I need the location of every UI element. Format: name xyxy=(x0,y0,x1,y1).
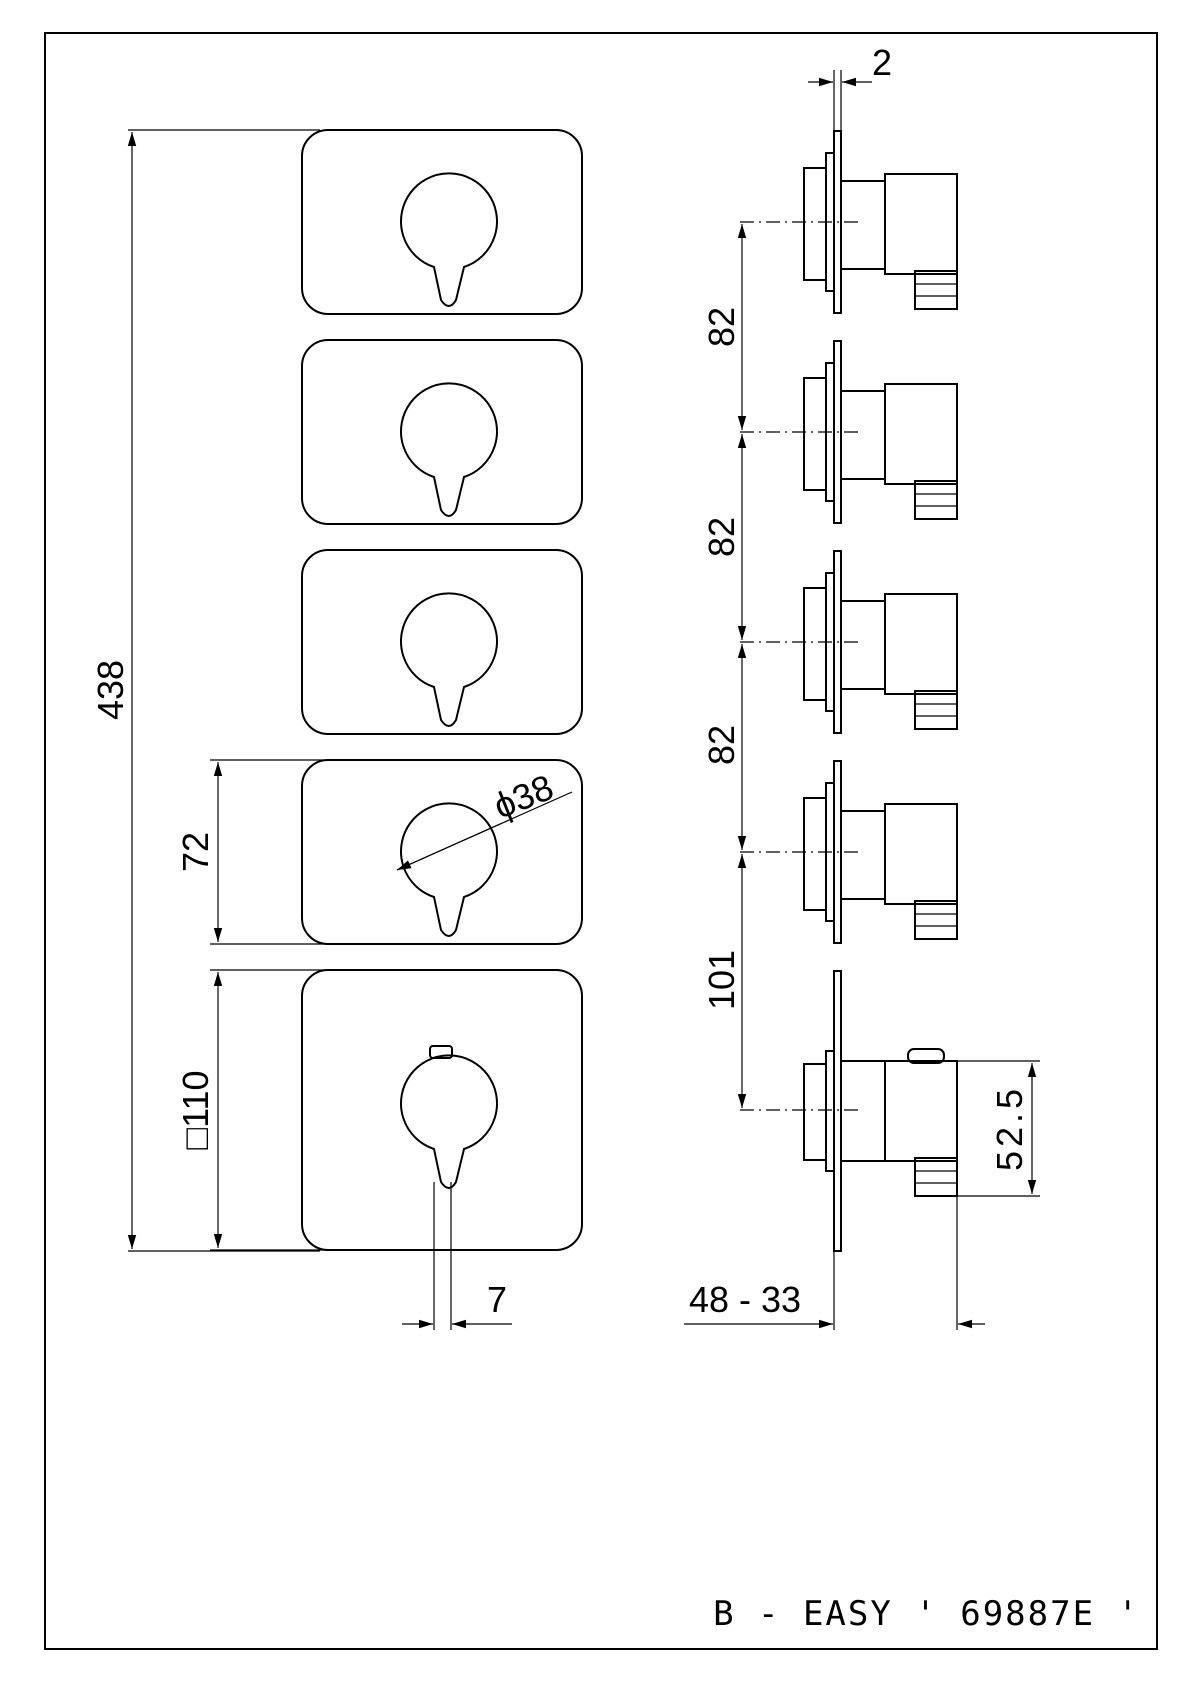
dim-label-2: 2 xyxy=(872,42,892,83)
dim-label-spacing-1: 82 xyxy=(701,307,742,347)
side-unit-2 xyxy=(740,340,958,524)
dim-lever-offset: 52.5 xyxy=(957,1060,1040,1197)
dim-label-48-33: 48 - 33 xyxy=(689,1279,801,1320)
knob-lever-outline xyxy=(400,382,498,517)
dim-label-square-110: □110 xyxy=(175,1070,216,1149)
dim-label-spacing-4: 101 xyxy=(701,950,742,1010)
front-plate-3 xyxy=(301,549,583,735)
side-unit-5 xyxy=(740,970,958,1252)
dim-overall-height: 438 xyxy=(90,129,320,1252)
knob-top-tab xyxy=(429,1045,453,1059)
front-plate-1 xyxy=(301,129,583,315)
dim-label-7: 7 xyxy=(487,1279,507,1320)
side-view: 2 82 82 82 101 52.5 48 - 33 xyxy=(684,42,1040,1330)
side-unit-3 xyxy=(740,550,958,734)
front-view: 438 72 □110 ϕ38 7 xyxy=(90,129,583,1330)
dim-projection: 48 - 33 xyxy=(684,1196,985,1330)
dim-spacing-chain: 82 82 82 101 xyxy=(701,224,747,1108)
side-unit-4 xyxy=(740,760,958,944)
dim-square-plate: □110 xyxy=(175,969,330,1251)
front-plate-5-square xyxy=(301,969,583,1251)
knob-lever-outline xyxy=(400,172,498,307)
model-title: B - EASY ' 69887E ' xyxy=(713,1594,1140,1634)
dim-plate-height: 72 xyxy=(175,759,330,945)
dim-label-438: 438 xyxy=(90,660,131,720)
dim-label-spacing-3: 82 xyxy=(701,725,742,765)
knob-lever-outline xyxy=(400,592,498,727)
front-plate-4 xyxy=(301,759,583,945)
dim-label-spacing-2: 82 xyxy=(701,517,742,557)
knob-lever-outline xyxy=(400,1054,498,1189)
knob-lever-outline xyxy=(400,802,498,937)
drawing-border xyxy=(44,32,1158,1650)
dim-label-72: 72 xyxy=(175,832,216,872)
side-unit-1 xyxy=(740,130,958,314)
dim-label-52-5: 52.5 xyxy=(989,1085,1030,1171)
dim-label-diameter-38: ϕ38 xyxy=(488,766,559,827)
front-plate-2 xyxy=(301,339,583,525)
dim-lever-width: 7 xyxy=(402,1182,512,1330)
dim-plate-thickness: 2 xyxy=(808,42,892,131)
